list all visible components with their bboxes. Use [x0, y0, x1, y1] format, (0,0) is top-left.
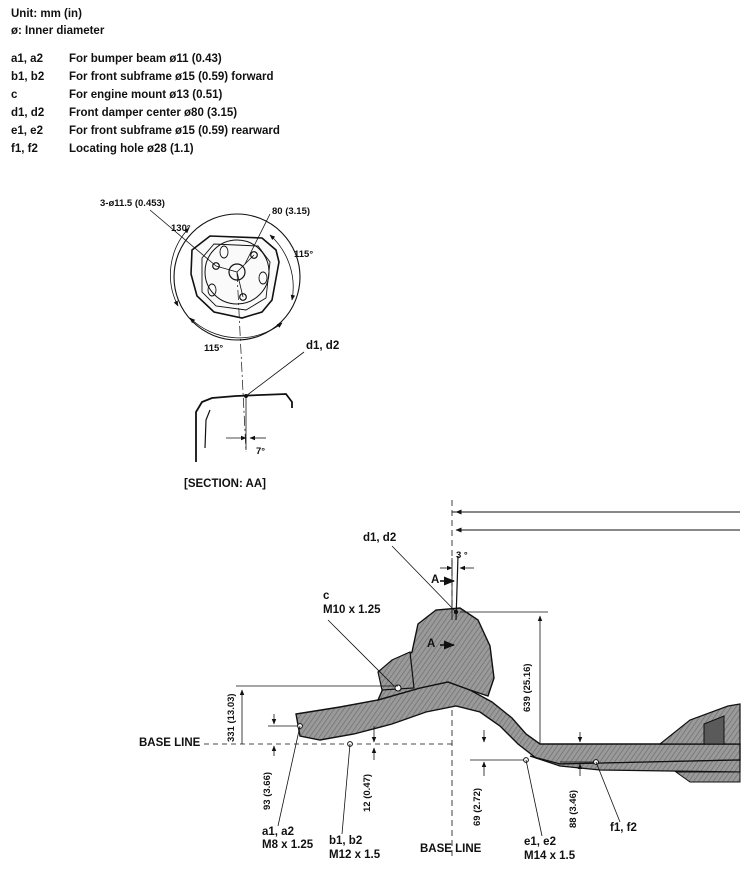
- dim-69: 69 (2.72): [472, 787, 483, 826]
- mount-hole-2: [212, 262, 220, 270]
- angle-115-right-label: 115°: [294, 249, 314, 260]
- angle-7-label: 7°: [256, 446, 266, 457]
- bumper-beam-label: a1, a2: [262, 826, 294, 838]
- damper-plate-outline: [190, 235, 280, 319]
- legend-desc: Front damper center ø80 (3.15): [69, 107, 238, 119]
- legend-desc: For front subframe ø15 (0.59) rearward: [69, 125, 280, 137]
- legend-desc: For front subframe ø15 (0.59) forward: [69, 71, 274, 83]
- dim-639: 639 (25.16): [522, 663, 533, 712]
- section-profile: [195, 393, 293, 462]
- angle-130-label: 130°: [171, 223, 191, 234]
- frame-side-view: [204, 500, 741, 860]
- legend-desc: For bumper beam ø11 (0.43): [69, 53, 222, 65]
- legend-code: a1, a2: [11, 53, 43, 65]
- section-a-marker-top: A: [431, 574, 440, 586]
- base-line-left-label: BASE LINE: [139, 737, 201, 749]
- pcd-label: 80 (3.15): [272, 206, 311, 217]
- base-line-bottom-label: BASE LINE: [420, 843, 482, 855]
- subframe-forward-thread: M12 x 1.5: [329, 849, 381, 861]
- bumper-beam-thread: M8 x 1.25: [262, 839, 314, 851]
- section-caption: [SECTION: AA]: [184, 478, 266, 490]
- angle-115-bottom-label: 115°: [204, 343, 224, 354]
- section-aa-view: [149, 209, 305, 462]
- angle-3-label: 3 °: [456, 550, 468, 561]
- engine-mount-label: c: [323, 590, 330, 602]
- legend-desc: For engine mount ø13 (0.51): [69, 89, 223, 101]
- diameter-note: ø: Inner diameter: [11, 25, 105, 37]
- legend-desc: Locating hole ø28 (1.1): [69, 143, 194, 155]
- legend-code: b1, b2: [11, 71, 45, 83]
- subframe-forward-label: b1, b2: [329, 835, 363, 847]
- damper-label: d1, d2: [363, 532, 397, 544]
- unit-note: Unit: mm (in): [11, 8, 82, 20]
- holes-label: 3-ø11.5 (0.453): [100, 198, 165, 209]
- legend-code: c: [11, 89, 18, 101]
- dim-12: 12 (0.47): [362, 773, 373, 812]
- section-d-label: d1, d2: [306, 340, 340, 352]
- dim-331: 331 (13.03): [226, 693, 237, 742]
- dim-93: 93 (3.66): [262, 771, 273, 810]
- subframe-rearward-label: e1, e2: [524, 836, 556, 848]
- mount-hole-3: [239, 293, 247, 301]
- legend-code: e1, e2: [11, 125, 43, 137]
- subframe-rearward-thread: M14 x 1.5: [524, 850, 576, 862]
- front-side-frame: [295, 681, 741, 765]
- engine-mount-thread: M10 x 1.25: [323, 604, 381, 616]
- section-a-marker-mid: A: [427, 638, 436, 650]
- mount-hole-1: [250, 251, 258, 259]
- locating-hole-label: f1, f2: [610, 822, 637, 834]
- dim-88: 88 (3.46): [568, 789, 579, 828]
- legend-code: f1, f2: [11, 143, 38, 155]
- legend-code: d1, d2: [11, 107, 45, 119]
- damper-center-circle: [204, 239, 270, 305]
